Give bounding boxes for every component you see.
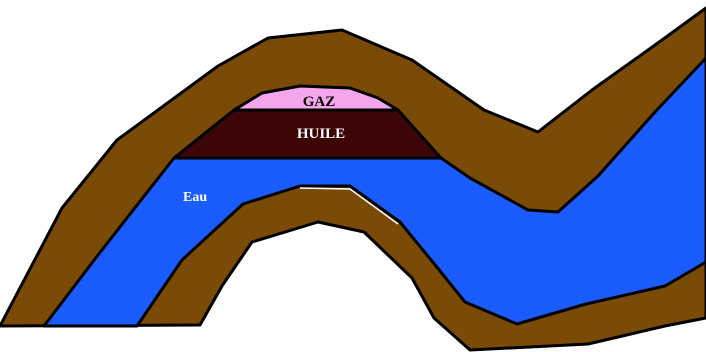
gas-label: GAZ — [303, 94, 336, 110]
oil-label: HUILE — [297, 126, 345, 142]
water-label: Eau — [183, 190, 207, 205]
